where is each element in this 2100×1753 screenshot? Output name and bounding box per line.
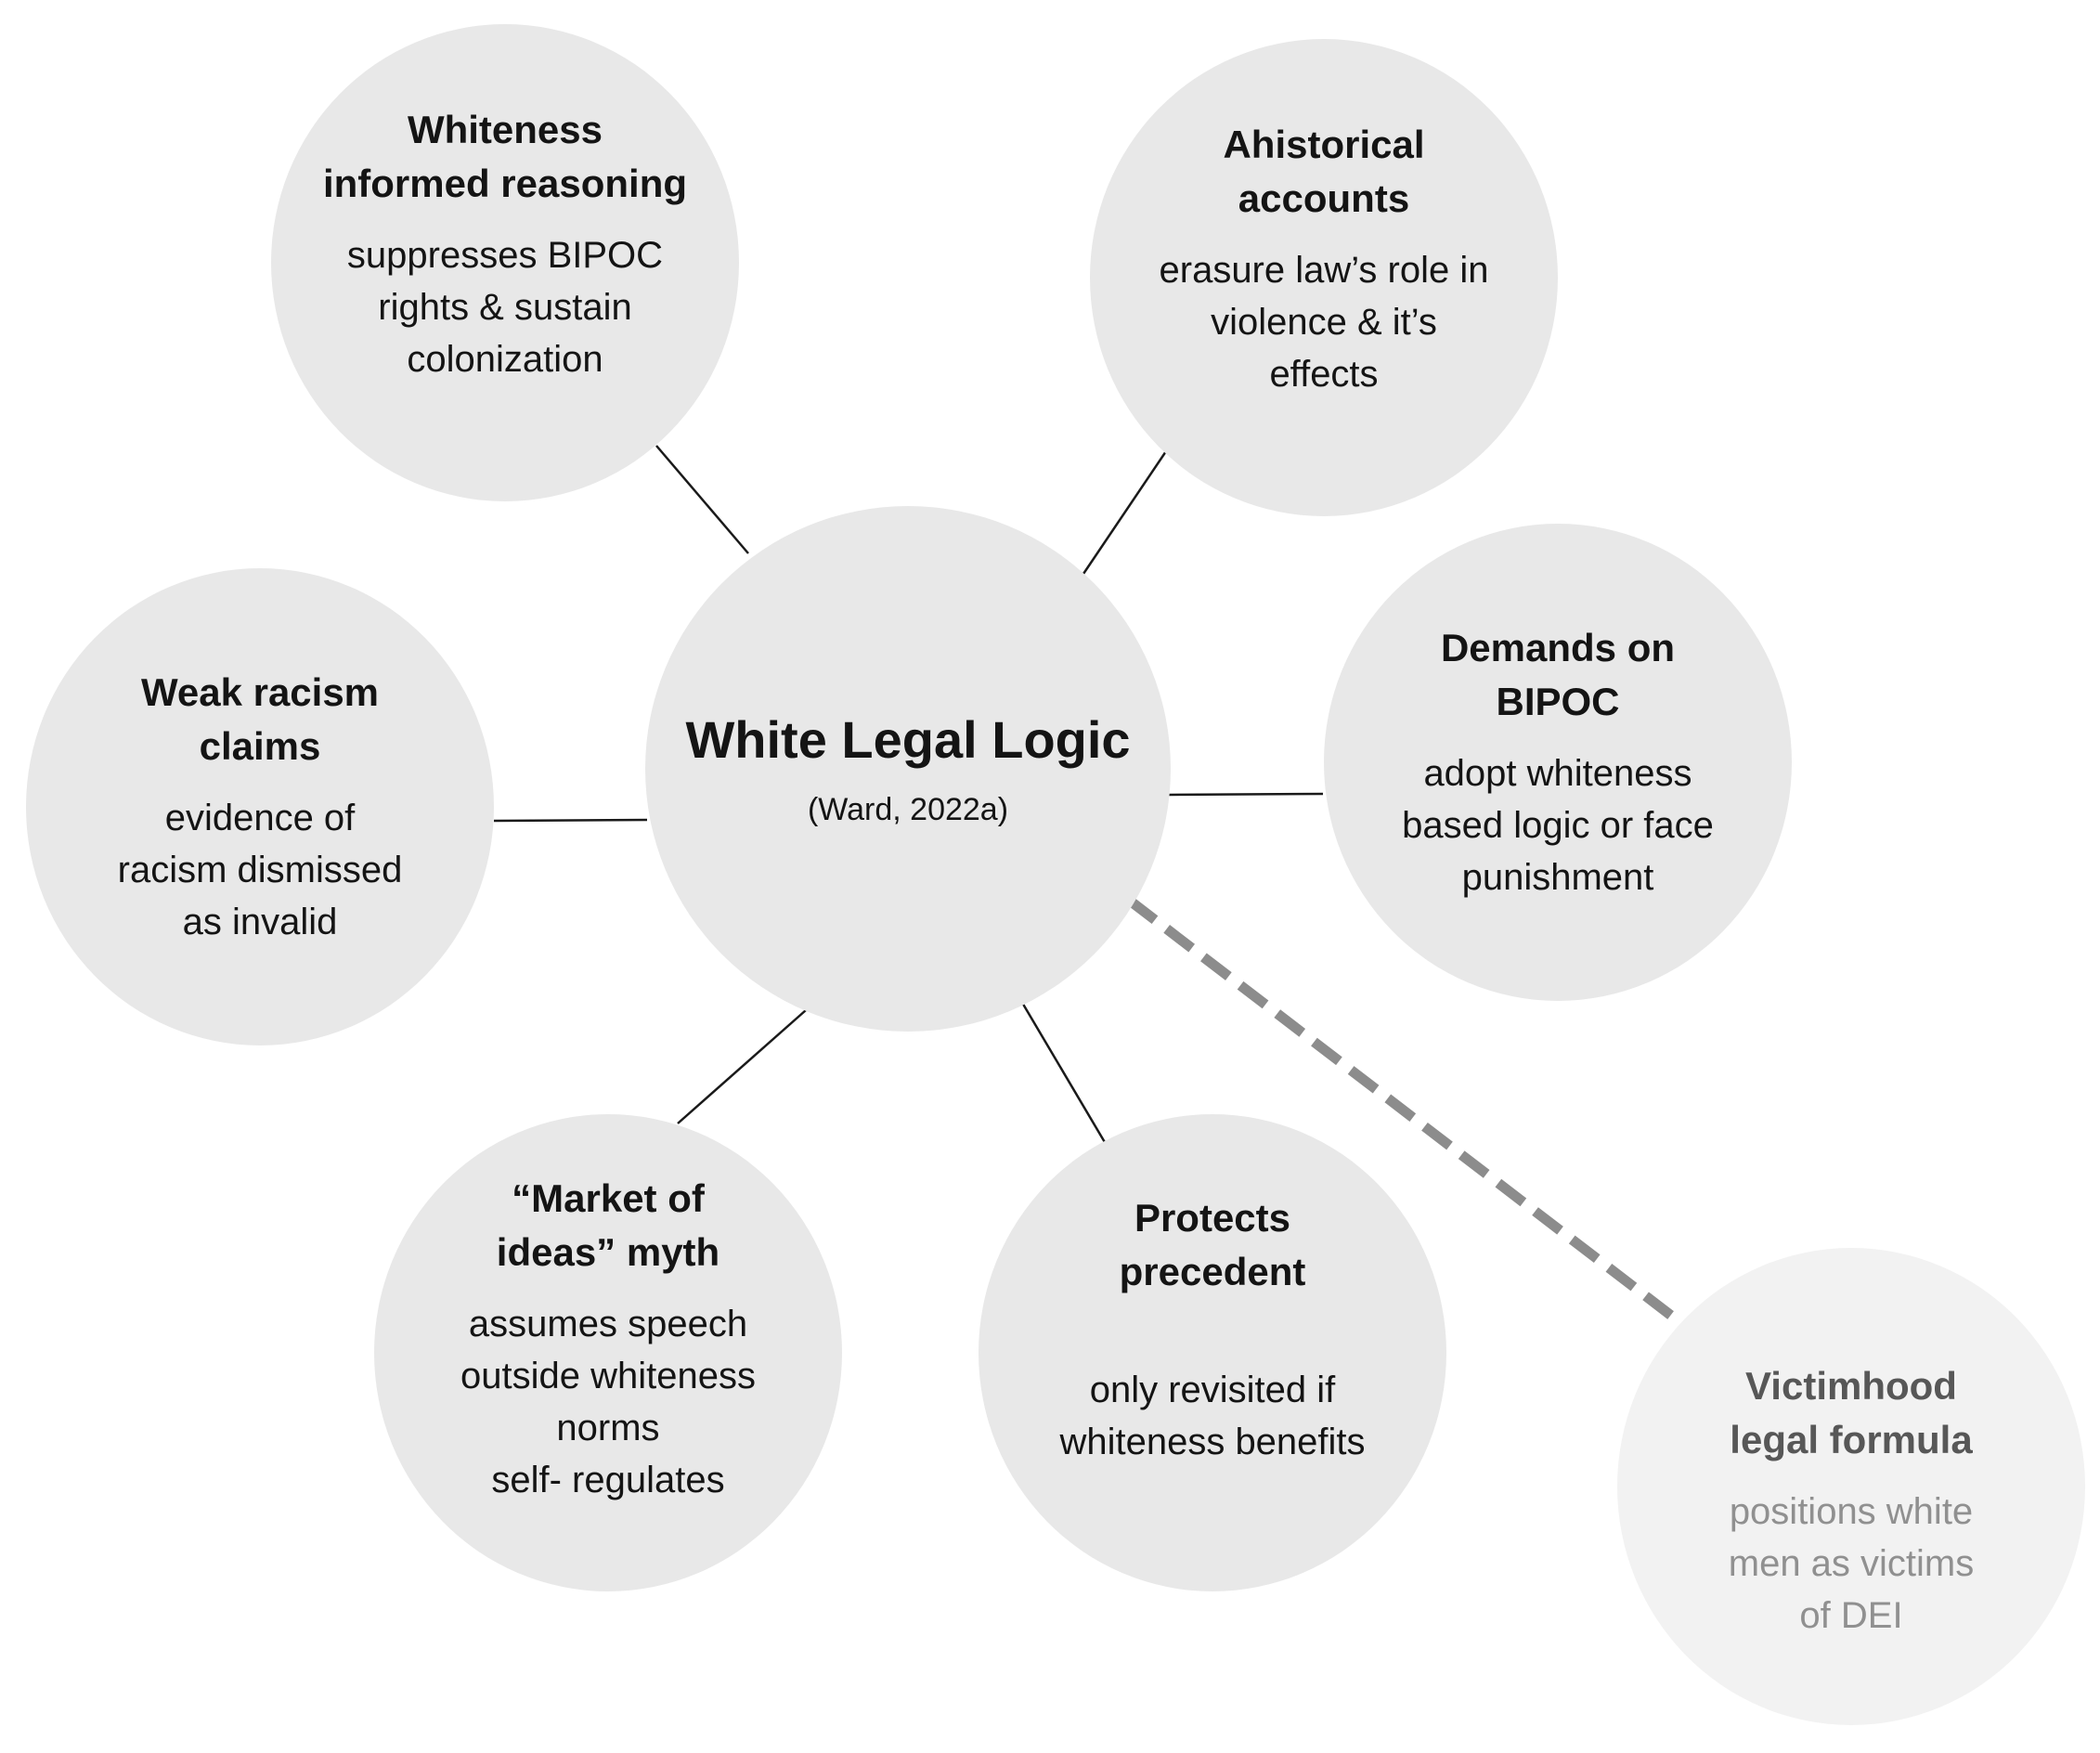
node-title: Whiteness informed reasoning [322,108,688,205]
node-description: erasure law’s role in violence & it’s ef… [1159,250,1489,395]
node-title: Weak racism claims [140,670,380,768]
node-description: positions white men as victims of DEI [1728,1491,1975,1636]
node-whiteness-reasoning: Whiteness informed reasoning suppresses … [271,24,739,501]
node-market-of-ideas: “Market of ideas” myth assumes speech ou… [374,1114,842,1591]
connector-demands [1167,792,1324,797]
node-victimhood-legal-formula: Victimhood legal formula positions white… [1617,1248,2085,1725]
node-title: Protects precedent [1119,1196,1306,1293]
node-title: “Market of ideas” myth [496,1176,720,1274]
connector-whiteness [655,445,749,554]
connector-weak-racism [493,818,648,823]
node-description: suppresses BIPOC rights & sustain coloni… [346,235,664,380]
node-description: adopt whiteness based logic or face puni… [1402,753,1714,898]
center-title: White Legal Logic [685,710,1131,769]
node-description: evidence of racism dismissed as invalid [117,798,403,942]
node-title: Victimhood legal formula [1730,1364,1973,1461]
center-node: White Legal Logic (Ward, 2022a) [645,506,1171,1032]
connector-ahistorical [1082,450,1168,575]
node-title: Demands on BIPOC [1440,626,1676,723]
node-ahistorical-accounts: Ahistorical accounts erasure law’s role … [1090,39,1558,516]
node-protects-precedent: Protects precedent only revisited if whi… [979,1114,1446,1591]
connector-precedent [1019,1000,1110,1149]
node-title: Ahistorical accounts [1223,123,1425,220]
node-description: only revisited if whiteness benefits [1059,1370,1366,1462]
connector-market [677,1009,807,1124]
node-demands-on-bipoc: Demands on BIPOC adopt whiteness based l… [1324,524,1792,1001]
node-description: assumes speech outside whiteness norms s… [460,1304,756,1500]
node-weak-racism-claims: Weak racism claims evidence of racism di… [26,568,494,1045]
center-citation: (Ward, 2022a) [807,792,1009,827]
connector-victimhood-dashed [1126,896,1686,1329]
